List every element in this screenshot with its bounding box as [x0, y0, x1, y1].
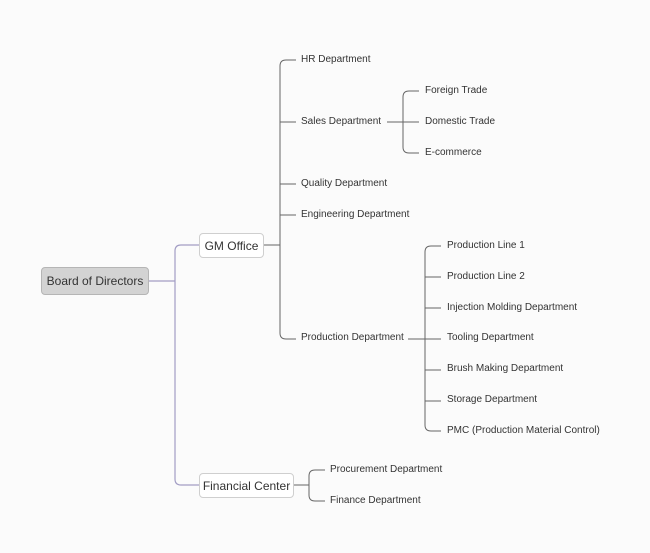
- node-finance-department[interactable]: Finance Department: [330, 495, 421, 506]
- node-foreign-trade[interactable]: Foreign Trade: [425, 85, 488, 96]
- node-hr-department[interactable]: HR Department: [301, 54, 371, 65]
- connector-foreign-trade: [402, 90, 419, 98]
- node-storage-department[interactable]: Storage Department: [447, 394, 538, 405]
- connector-gm-office: [174, 244, 199, 252]
- connector-e-commerce: [402, 146, 419, 154]
- node-financial-center[interactable]: Financial Center: [199, 473, 294, 498]
- node-quality-department[interactable]: Quality Department: [301, 178, 388, 189]
- node-pmc[interactable]: PMC (Production Material Control): [447, 425, 600, 436]
- node-sales-department[interactable]: Sales Department: [301, 116, 382, 127]
- connector-prod-child-0: [424, 245, 441, 253]
- connector-production: [279, 332, 296, 340]
- node-procurement-department[interactable]: Procurement Department: [330, 464, 443, 475]
- connector-procurement: [308, 469, 325, 477]
- node-e-commerce[interactable]: E-commerce: [425, 147, 482, 158]
- connector-hr: [279, 59, 296, 67]
- node-injection-molding-department[interactable]: Injection Molding Department: [447, 302, 578, 313]
- connector-financial-center: [174, 478, 199, 486]
- node-tooling-department[interactable]: Tooling Department: [447, 332, 534, 343]
- connector-finance: [308, 494, 325, 502]
- connector-prod-child-6: [424, 424, 441, 432]
- node-domestic-trade[interactable]: Domestic Trade: [425, 116, 496, 127]
- node-production-line-1[interactable]: Production Line 1: [447, 240, 525, 251]
- node-production-line-2[interactable]: Production Line 2: [447, 271, 525, 282]
- node-production-department[interactable]: Production Department: [301, 332, 404, 343]
- root-node-board-of-directors[interactable]: Board of Directors: [41, 267, 149, 295]
- node-engineering-department[interactable]: Engineering Department: [301, 209, 410, 220]
- node-gm-office[interactable]: GM Office: [199, 233, 264, 258]
- node-brush-making-department[interactable]: Brush Making Department: [447, 363, 564, 374]
